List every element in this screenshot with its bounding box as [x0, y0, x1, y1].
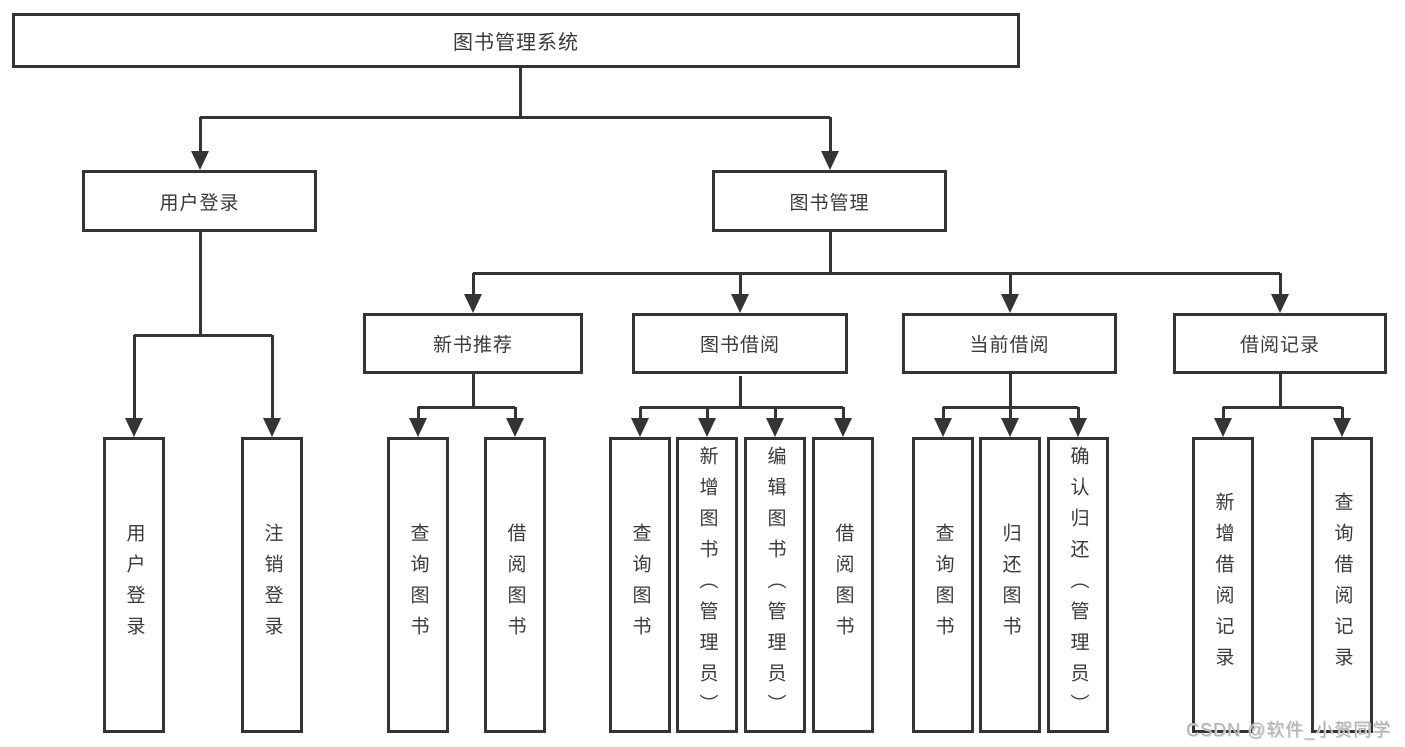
arrow-shaft [198, 117, 202, 152]
connector-horizontal-line [473, 271, 1280, 275]
leaf-borrow-books-borrow: 借阅图书 [812, 437, 874, 733]
arrow-down-icon [1069, 418, 1087, 437]
arrow-down-icon [631, 418, 649, 437]
arrow-down-icon [191, 151, 209, 170]
node-borrow-records: 借阅记录 [1173, 313, 1387, 374]
leaf-confirm-return-admin: 确认归还（管理员） [1047, 437, 1109, 733]
arrow-shaft [638, 407, 642, 419]
arrow-down-icon [125, 418, 143, 437]
arrow-down-icon [821, 151, 839, 170]
node-user-login: 用户登录 [82, 170, 317, 232]
arrow-shaft [270, 335, 274, 419]
arrow-down-icon [731, 294, 749, 313]
leaf-add-book-admin: 新增图书（管理员） [676, 437, 738, 733]
arrow-shaft [828, 117, 832, 152]
arrow-shaft [941, 407, 945, 419]
arrow-down-icon [1001, 294, 1019, 313]
leaf-user-login: 用户登录 [103, 437, 165, 733]
connector-horizontal-line [1223, 405, 1342, 409]
leaf-logout: 注销登录 [241, 437, 303, 733]
connector-vertical-line [738, 376, 742, 407]
node-root: 图书管理系统 [12, 13, 1020, 68]
leaf-add-borrow-record: 新增借阅记录 [1192, 437, 1254, 733]
leaf-return-book: 归还图书 [979, 437, 1041, 733]
arrow-down-icon [698, 418, 716, 437]
connector-vertical-line [198, 232, 202, 335]
arrow-down-icon [1271, 294, 1289, 313]
arrow-down-icon [834, 418, 852, 437]
arrow-shaft [1278, 273, 1282, 295]
leaf-query-books-recommend: 查询图书 [387, 437, 449, 733]
arrow-shaft [132, 335, 136, 419]
leaf-query-books-current: 查询图书 [912, 437, 974, 733]
node-current-borrow: 当前借阅 [902, 313, 1117, 374]
arrow-down-icon [464, 294, 482, 313]
arrow-shaft [1076, 407, 1080, 419]
arrow-down-icon [263, 418, 281, 437]
connector-horizontal-line [134, 333, 272, 337]
arrow-down-icon [1214, 418, 1232, 437]
arrow-shaft [1008, 407, 1012, 419]
arrow-shaft [705, 407, 709, 419]
arrow-shaft [471, 273, 475, 295]
node-book-borrow: 图书借阅 [632, 313, 848, 374]
connector-vertical-line [471, 374, 475, 407]
watermark-text: CSDN @软件_小贺同学 [1186, 720, 1392, 740]
connector-vertical-line [518, 68, 522, 117]
connector-vertical-line [1278, 374, 1282, 407]
arrow-down-icon [1001, 418, 1019, 437]
connector-vertical-line [1008, 374, 1012, 407]
connector-horizontal-line [418, 405, 515, 409]
arrow-shaft [513, 407, 517, 419]
arrow-shaft [1008, 273, 1012, 295]
arrow-shaft [1221, 407, 1225, 419]
arrow-down-icon [934, 418, 952, 437]
leaf-borrow-books-recommend: 借阅图书 [484, 437, 546, 733]
arrow-down-icon [506, 418, 524, 437]
arrow-shaft [773, 407, 777, 419]
node-book-management: 图书管理 [712, 170, 947, 232]
connector-horizontal-line [640, 405, 843, 409]
leaf-edit-book-admin: 编辑图书（管理员） [744, 437, 806, 733]
arrow-shaft [416, 407, 420, 419]
arrow-down-icon [409, 418, 427, 437]
leaf-query-books-borrow: 查询图书 [609, 437, 671, 733]
connector-horizontal-line [200, 115, 830, 119]
arrow-down-icon [766, 418, 784, 437]
node-new-book-recommend: 新书推荐 [363, 313, 583, 374]
arrow-shaft [1340, 407, 1344, 419]
arrow-shaft [738, 273, 742, 295]
arrow-down-icon [1333, 418, 1351, 437]
arrow-shaft [841, 407, 845, 419]
connector-vertical-line [828, 232, 832, 273]
leaf-query-borrow-record: 查询借阅记录 [1311, 437, 1373, 733]
